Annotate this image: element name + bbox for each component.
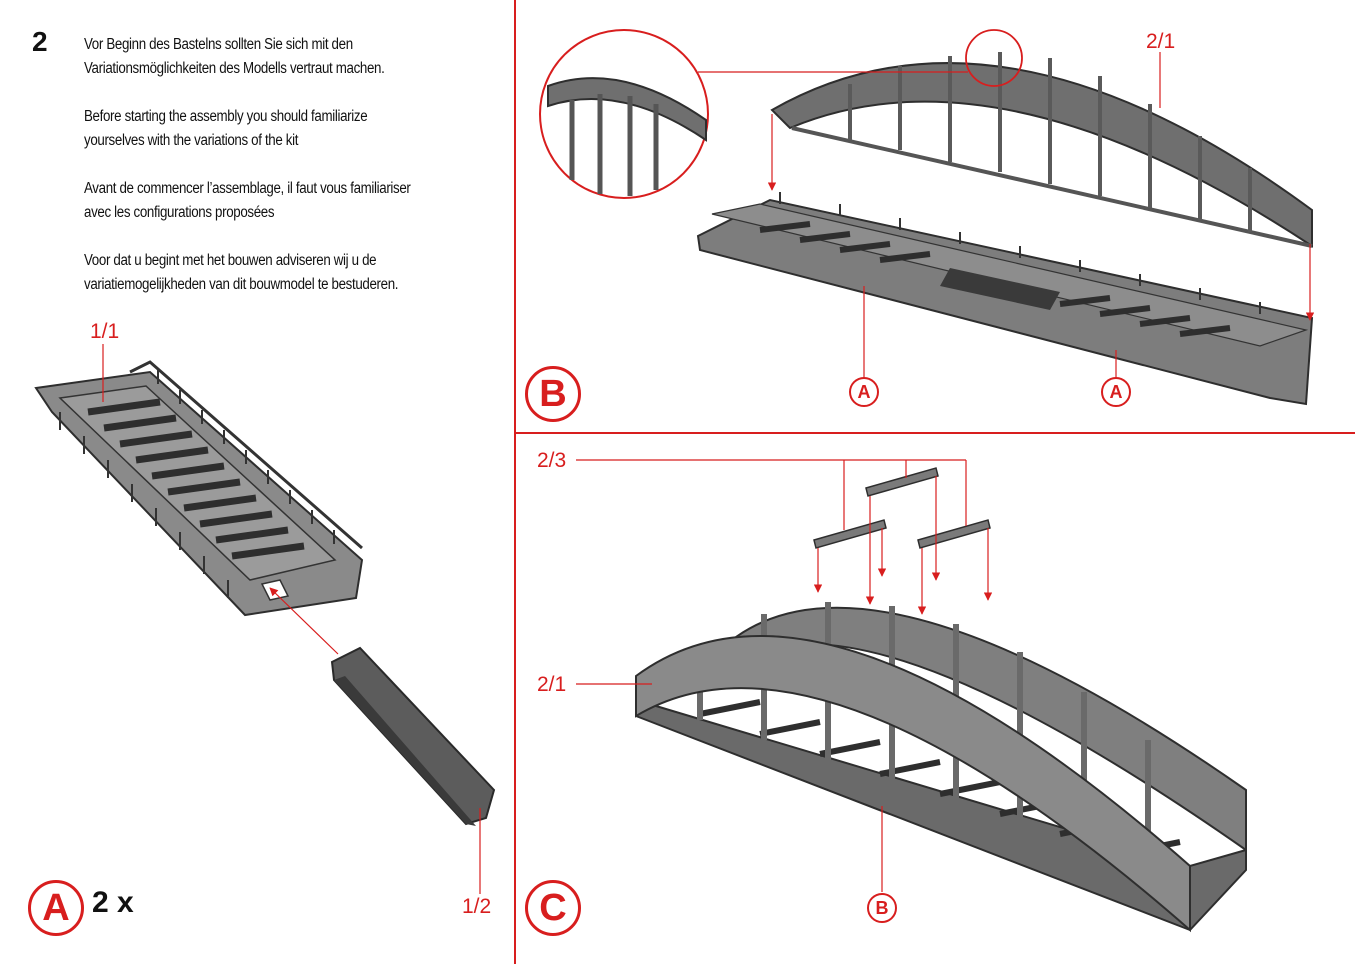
- instruction-en: Before starting the assembly you should …: [84, 108, 368, 149]
- sub-badge-a-right: A: [1101, 377, 1131, 407]
- quantity-label: 2 x: [92, 886, 134, 919]
- deck-panel-b: [696, 192, 1314, 406]
- label-part-2-1-c: 2/1: [537, 673, 567, 696]
- sub-badge-b: B: [867, 893, 897, 923]
- braces-part-2-3: [813, 467, 991, 549]
- badge-b: B: [525, 366, 581, 422]
- sub-badge-a-left: A: [849, 377, 879, 407]
- insert-part-1-2: [330, 646, 496, 826]
- horizontal-divider: [514, 432, 1355, 434]
- label-part-1-2: 1/2: [462, 895, 492, 918]
- arch-bridge-assembled: [635, 602, 1247, 933]
- vertical-divider: [514, 0, 516, 964]
- label-part-2-3: 2/3: [537, 449, 567, 472]
- arch-part-2-1-panel-b: [770, 52, 1313, 248]
- label-part-1-1: 1/1: [90, 320, 120, 343]
- instruction-de: Vor Beginn des Bastelns sollten Sie sich…: [84, 36, 385, 77]
- instruction-nl: Voor dat u begint met het bouwen adviser…: [84, 252, 399, 293]
- instruction-fr: Avant de commencer l’assemblage, il faut…: [84, 180, 411, 221]
- deck-part-1-1: [34, 360, 364, 617]
- step-number: 2: [32, 26, 48, 57]
- badge-a: A: [28, 880, 84, 936]
- badge-c: C: [525, 880, 581, 936]
- label-part-2-1-b: 2/1: [1146, 30, 1176, 53]
- detail-magnifier: [539, 29, 1023, 199]
